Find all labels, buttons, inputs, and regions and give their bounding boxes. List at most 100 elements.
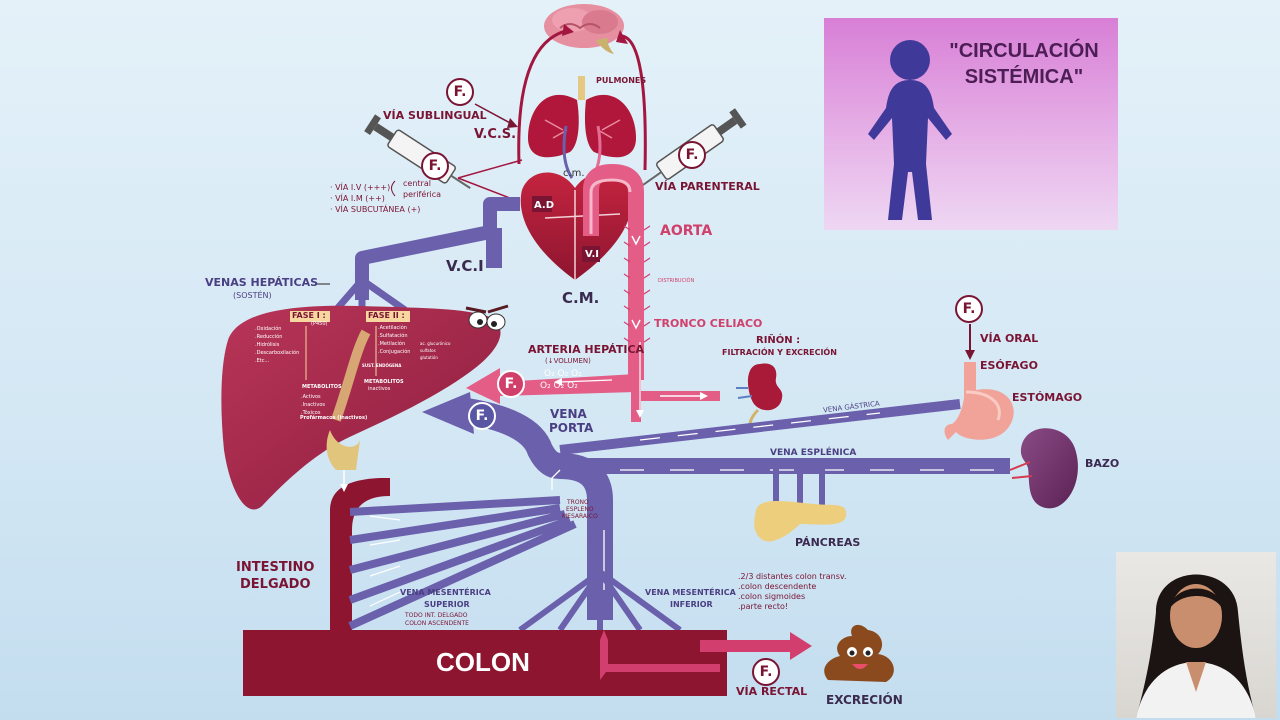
rectal-arrow (600, 630, 720, 680)
label-tronco-espleno-3: MESARAICO (562, 513, 598, 520)
brain-icon (544, 4, 624, 54)
aortic-arch (583, 163, 644, 380)
pancreatic-veins (773, 466, 825, 506)
label-cm: C.M. (562, 289, 600, 307)
fase1-item: .Reducción (255, 334, 283, 340)
metabolitos-list: .Activos .Inactivos .Tóxicos (301, 393, 325, 417)
via-iv-item: · VÍA SUBCUTÁNEA (+) (330, 205, 421, 214)
label-via-oral: VÍA ORAL (980, 332, 1039, 345)
label-sosten: (SOSTÉN) (233, 291, 272, 300)
label-sust-endogena: SUST. ENDÓGENA (362, 363, 402, 368)
lung-vessel-blue (562, 125, 574, 179)
kidney-icon (736, 363, 783, 431)
brain-loop-left (517, 28, 571, 165)
webcam-feed (1116, 552, 1276, 718)
label-estomago: ESTÓMAGO (1012, 391, 1083, 404)
label-intestino-1: INTESTINO (236, 560, 315, 575)
inf-mesenteric-fan (518, 569, 682, 633)
label-tronco-celiaco: TRONCO CELIACO (654, 317, 763, 330)
excretion-arrow (700, 632, 812, 660)
via-iv-list: · VÍA I.V (+++) · VÍA I.M (++) · VÍA SUB… (330, 182, 420, 215)
brain-arrow-right (616, 30, 628, 44)
label-vena-esplenica: VENA ESPLÉNICA (770, 448, 857, 458)
vmi-item: .colon sigmoides (738, 592, 806, 601)
label-o2-row1: O₂ O₂ O₂ (544, 369, 582, 379)
brain-arrow-left (562, 24, 574, 36)
f-badge-hepatic-artery: F. (497, 370, 525, 398)
label-metabolitos-inactivos: METABOLITOS (364, 379, 404, 385)
label-volumen: (↓VOLUMEN) (545, 357, 591, 365)
fase1-item: .Hidrólisis (255, 342, 280, 348)
label-aorta: AORTA (660, 223, 713, 239)
fase1-item: .Etc... (255, 358, 270, 364)
fase2-side-item: ac. glucurónico (420, 341, 451, 346)
fase-boxes (290, 311, 410, 422)
label-vi: V.I (585, 249, 599, 260)
metabolito-item: .Tóxicos (301, 410, 321, 416)
label-cm-small: c.m. (563, 168, 585, 179)
label-inactivos-sub: inactivos (368, 386, 391, 392)
label-ad: A.D (534, 200, 555, 211)
fase2-side-item: sulfatos (420, 348, 436, 353)
label-vms-note-1: TODO INT. DELGADO (405, 612, 468, 619)
fase1-item: .Descarboxilación (255, 350, 300, 356)
via-iv-item: · VÍA I.V (+++) (330, 183, 391, 192)
label-arteria-hepatica: ARTERIA HEPÁTICA (528, 343, 645, 356)
label-fase2: FASE II : (368, 311, 405, 320)
f-badge-rectal: F. (752, 658, 780, 686)
label-intestino-2: DELGADO (240, 577, 311, 592)
label-metabolitos: METABOLITOS (302, 384, 342, 390)
label-o2-row2: O₂ O₂ O₂ (540, 381, 578, 391)
label-vms-2: SUPERIOR (424, 600, 470, 609)
human-silhouette-icon (868, 40, 952, 220)
label-distribucion: DISTRIBUCIÓN (658, 278, 695, 284)
presenter-avatar (1136, 574, 1256, 718)
central-periferica-list: central periférica (403, 178, 441, 200)
f-badge-sublingual: F. (446, 78, 474, 106)
metabolito-item: .Activos (301, 394, 321, 400)
label-vci: V.C.I (446, 257, 484, 275)
sup-mesenteric-branches (348, 496, 577, 630)
f-badge-oral: F. (955, 295, 983, 323)
fase2-item: .Sulfatación (378, 333, 408, 339)
label-tronco-espleno-1: TRONO (567, 499, 589, 506)
label-vms-1: VENA MESENTÉRICA (400, 588, 491, 597)
label-via-sublingual: VÍA SUBLINGUAL (383, 109, 487, 122)
vmi-item: .parte recto! (738, 602, 789, 611)
label-colon: COLON (436, 647, 530, 677)
label-via-parenteral: VÍA PARENTERAL (655, 180, 760, 193)
label-vcs: V.C.S. (474, 127, 517, 142)
lungs-icon (528, 76, 636, 158)
metabolito-item: .Inactivos (301, 402, 326, 408)
label-vena-porta-1: VENA (550, 407, 587, 421)
fase1-item: .Oxidación (255, 326, 282, 332)
circulation-panel: "CIRCULACIÓN SISTÉMICA" (824, 18, 1118, 230)
heart-icon (520, 172, 632, 280)
label-venas-hepaticas: VENAS HEPÁTICAS (205, 276, 319, 289)
fase2-side-item: glutatión (420, 355, 438, 360)
label-esofago: ESÓFAGO (980, 359, 1038, 372)
label-via-rectal: VÍA RECTAL (736, 685, 808, 698)
fase2-item: .Metilación (378, 341, 406, 347)
label-filtracion: FILTRACIÓN Y EXCRECIÓN (722, 348, 837, 357)
label-fase1-sub: (P450) (311, 321, 328, 327)
portal-vein (458, 397, 613, 620)
liver-face-icon (465, 304, 509, 331)
spleen-icon (1009, 428, 1078, 509)
label-vmi-1: VENA MESENTÉRICA (645, 588, 736, 597)
label-vmi-2: INFERIOR (670, 600, 713, 609)
fase2-side-list: ac. glucurónico sulfatos glutatión (420, 340, 450, 361)
vmi-item: .colon descendente (738, 582, 817, 591)
label-fase1: FASE I : (292, 311, 326, 320)
sublingual-arrow (474, 103, 513, 125)
f-badge-syringe-right: F. (678, 141, 706, 169)
fase2-list: .Acetilación .Sulfatación .Metilación .C… (378, 324, 410, 356)
fase2-item: .Acetilación (378, 325, 407, 331)
f-badge-syringe-left: F. (421, 152, 449, 180)
label-vena-porta-2: PORTA (549, 421, 594, 435)
brain-loop-right (621, 34, 647, 171)
vena-cava-inferior (486, 228, 502, 268)
periferica-label: periférica (403, 190, 442, 199)
f-badge-portal: F. (468, 402, 496, 430)
